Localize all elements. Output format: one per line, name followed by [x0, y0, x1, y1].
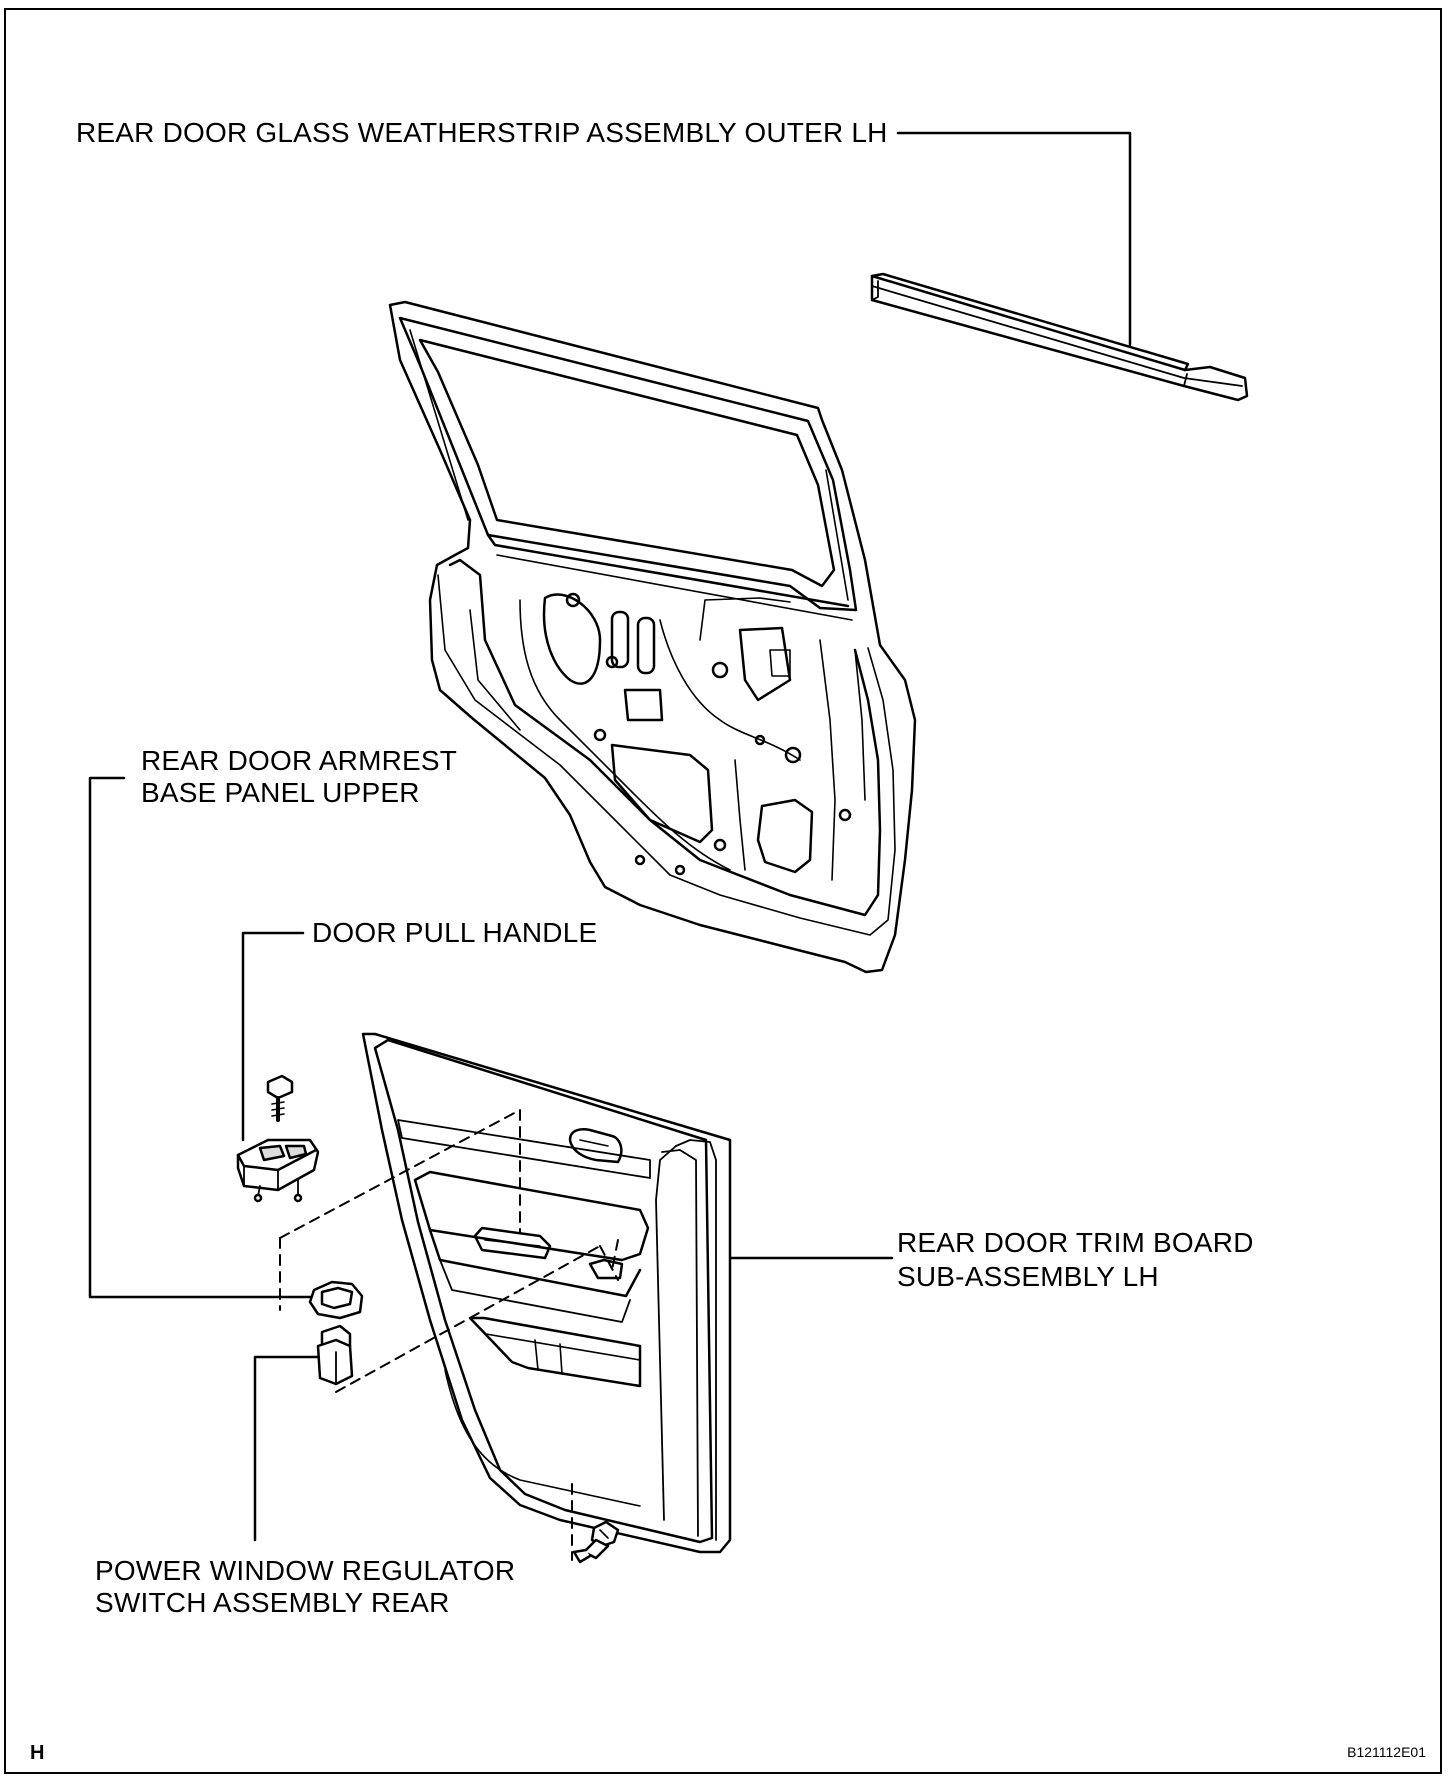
- door-inner-panel: [388, 300, 917, 974]
- assembly-lines: [279, 1109, 619, 1561]
- leader-lines: [88, 131, 1132, 1542]
- drawing-frame: [4, 8, 1442, 1774]
- label-armrest-line1: REAR DOOR ARMREST: [141, 745, 458, 776]
- corner-mark: H: [30, 1742, 45, 1764]
- leader-armrest: [88, 776, 317, 1299]
- power-window-switch-part: [316, 1324, 354, 1386]
- leader-weatherstrip: [896, 131, 1132, 347]
- label-trim-line1: REAR DOOR TRIM BOARD: [897, 1227, 1254, 1258]
- label-switch-line2: SWITCH ASSEMBLY REAR: [95, 1587, 450, 1618]
- trim-clip-part: [572, 1520, 620, 1564]
- leader-pull-handle: [241, 931, 305, 1142]
- door-pull-handle-part: [236, 1074, 320, 1203]
- label-pull-handle: DOOR PULL HANDLE: [312, 917, 598, 948]
- label-weatherstrip: REAR DOOR GLASS WEATHERSTRIP ASSEMBLY OU…: [76, 117, 888, 148]
- label-armrest-line2: BASE PANEL UPPER: [141, 777, 420, 808]
- drawing-code: B121112E01: [1347, 1744, 1426, 1760]
- label-switch-line1: POWER WINDOW REGULATOR: [95, 1555, 516, 1586]
- armrest-base-panel-part: [308, 1280, 364, 1320]
- door-trim-board: [361, 1032, 732, 1554]
- weatherstrip-part: [870, 272, 1249, 402]
- label-trim-line2: SUB-ASSEMBLY LH: [897, 1261, 1159, 1292]
- leader-switch: [253, 1355, 321, 1542]
